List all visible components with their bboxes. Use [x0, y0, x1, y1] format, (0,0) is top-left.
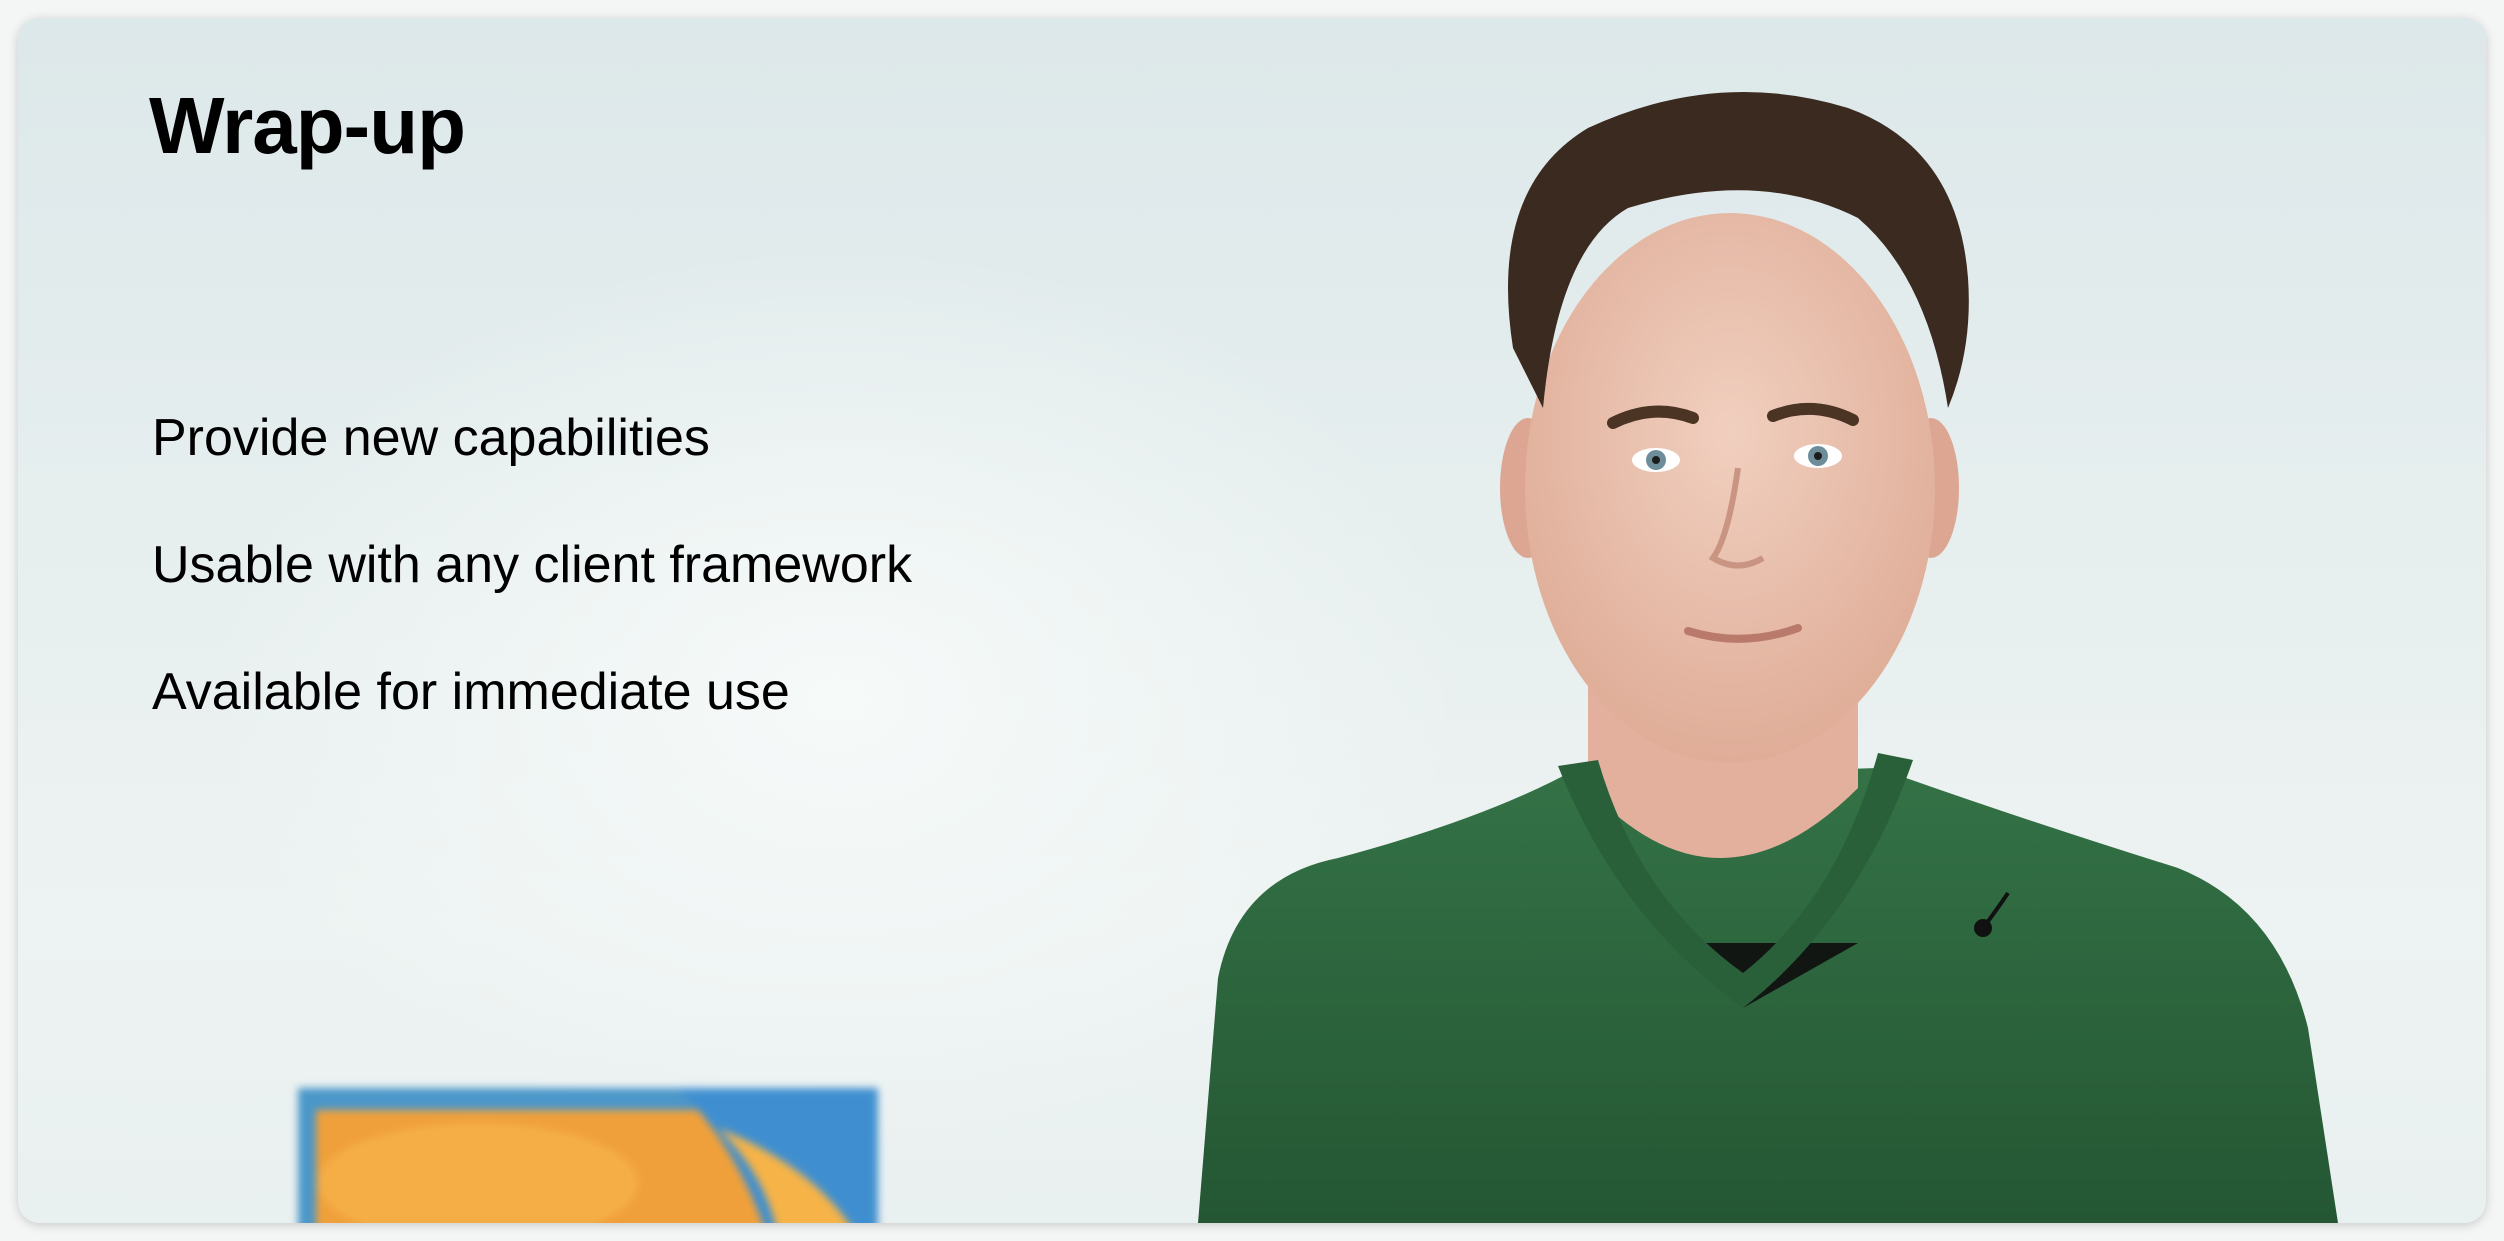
slide-bullet-list: Provide new capabilities Usable with any… — [152, 403, 912, 784]
bullet-item: Usable with any client framework — [152, 536, 913, 594]
bullet-item: Available for immediate use — [152, 663, 790, 721]
slide-title: Wrap-up — [149, 81, 466, 170]
background-artwork — [298, 1088, 878, 1223]
presenter-video — [1198, 92, 2338, 1223]
bullet-item: Provide new capabilities — [152, 409, 710, 467]
video-frame: Wrap-up Provide new capabilities Usable … — [18, 18, 2486, 1223]
